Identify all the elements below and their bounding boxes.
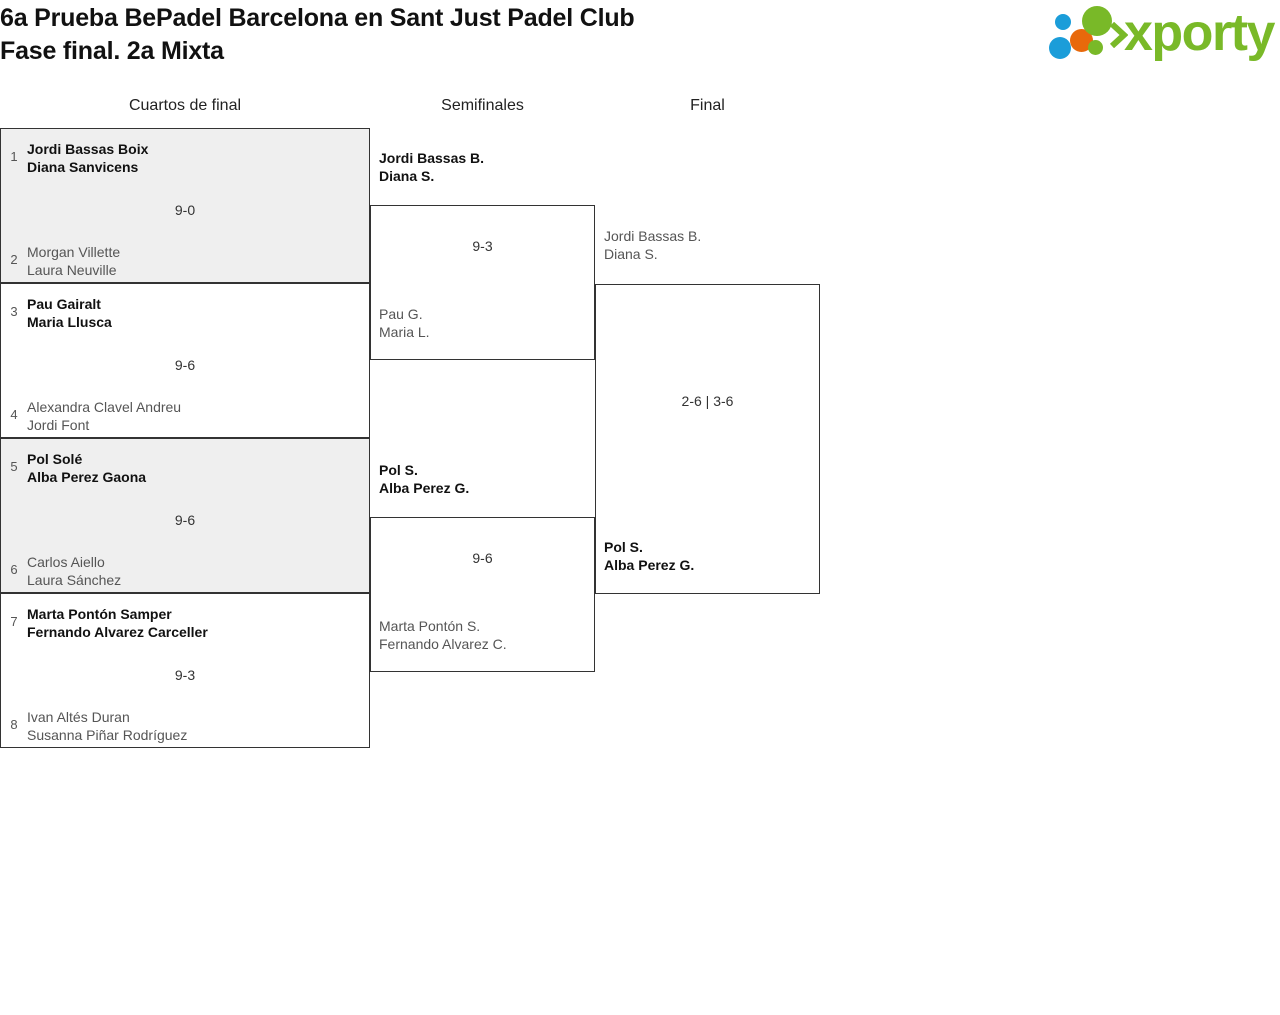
team-bottom: Carlos Aiello Laura Sánchez [27,553,363,589]
player-name: Laura Sánchez [27,572,122,588]
match-semifinal-2[interactable]: Pol S. Alba Perez G. 9-6 Marta Pontón S.… [370,462,595,672]
team-bottom: Ivan Altés Duran Susanna Piñar Rodríguez [27,708,363,744]
match-quarterfinal-4[interactable]: 7 Marta Pontón Samper Fernando Alvarez C… [0,593,370,748]
round-header-quarterfinals: Cuartos de final [128,97,242,114]
player-name: Pau G. [379,306,423,322]
logo-dot-orange [1070,29,1093,52]
logo-dot-green-small [1088,40,1103,55]
player-name: Maria Llusca [27,314,112,330]
seed-number: 7 [10,614,18,629]
seed-number: 2 [10,252,18,267]
title-line-2: Fase final. 2a Mixta [0,37,224,65]
player-name: Maria L. [379,324,430,340]
player-name: Pol S. [379,462,418,478]
seed-number: 5 [10,459,18,474]
logo-dot-green-large [1082,6,1112,36]
player-name: Jordi Font [27,417,90,433]
player-name: Jordi Bassas B. [604,228,702,244]
match-final[interactable]: Jordi Bassas B. Diana S. 2-6 | 3-6 Pol S… [595,228,820,594]
logo-wordmark: xporty [1124,4,1275,62]
round-header-final: Final [690,97,725,114]
player-name: Alba Perez G. [604,557,695,573]
team-top: Marta Pontón Samper Fernando Alvarez Car… [27,605,363,641]
title-line-1: 6a Prueba BePadel Barcelona en Sant Just… [0,4,635,32]
player-name: Pol Solé [27,451,83,467]
player-name: Diana Sanvicens [27,159,139,175]
team-bottom: Pol S. Alba Perez G. [604,538,813,574]
match-score: 9-3 [472,238,493,254]
player-name: Susanna Piñar Rodríguez [27,727,188,743]
round-header-semifinals: Semifinales [441,97,524,114]
team-bottom: Alexandra Clavel Andreu Jordi Font [27,398,363,434]
player-name: Alba Perez G. [379,480,470,496]
seed-number: 4 [10,407,18,422]
player-name: Pau Gairalt [27,296,101,312]
logo-dots-icon [1046,6,1122,60]
page-header: 6a Prueba BePadel Barcelona en Sant Just… [0,0,1280,90]
player-name: Fernando Alvarez Carceller [27,624,208,640]
team-top: Pol Solé Alba Perez Gaona [27,450,363,486]
seed-number: 1 [10,149,18,164]
player-name: Ivan Altés Duran [27,709,130,725]
match-quarterfinal-3[interactable]: 5 Pol Solé Alba Perez Gaona 9-6 6 Carlos… [0,438,370,593]
player-name: Alba Perez Gaona [27,469,147,485]
team-top: Jordi Bassas Boix Diana Sanvicens [27,140,363,176]
player-name: Jordi Bassas Boix [27,141,149,157]
match-score: 9-6 [472,550,493,566]
team-top: Pau Gairalt Maria Llusca [27,295,363,331]
match-score: 9-0 [174,202,196,218]
logo-dot-blue-small [1055,14,1071,30]
team-top: Pol S. Alba Perez G. [379,461,588,497]
match-quarterfinal-1[interactable]: 1 Jordi Bassas Boix Diana Sanvicens 9-0 … [0,128,370,283]
team-top: Jordi Bassas B. Diana S. [604,227,813,263]
logo-chevron-icon [1110,22,1128,48]
match-semifinal-1[interactable]: Jordi Bassas B. Diana S. 9-3 Pau G. Mari… [370,150,595,360]
team-bottom: Morgan Villette Laura Neuville [27,243,363,279]
player-name: Diana S. [604,246,658,262]
match-score: 9-6 [174,357,196,373]
player-name: Alexandra Clavel Andreu [27,399,182,415]
player-name: Fernando Alvarez C. [379,636,507,652]
player-name: Jordi Bassas B. [379,150,485,166]
xporty-logo[interactable]: xporty [1046,4,1275,62]
match-score: 9-3 [174,667,196,683]
player-name: Marta Pontón S. [379,618,481,634]
player-name: Laura Neuville [27,262,117,278]
player-name: Carlos Aiello [27,554,105,570]
seed-number: 3 [10,304,18,319]
logo-dot-blue-large [1049,37,1071,59]
match-score: 2-6 | 3-6 [681,393,734,409]
seed-number: 8 [10,717,18,732]
team-bottom: Marta Pontón S. Fernando Alvarez C. [379,617,588,653]
player-name: Morgan Villette [27,244,121,260]
player-name: Pol S. [604,539,643,555]
player-name: Diana S. [379,168,435,184]
page-title: 6a Prueba BePadel Barcelona en Sant Just… [0,2,900,68]
team-top: Jordi Bassas B. Diana S. [379,149,588,185]
match-score: 9-6 [174,512,196,528]
match-quarterfinal-2[interactable]: 3 Pau Gairalt Maria Llusca 9-6 4 Alexand… [0,283,370,438]
seed-number: 6 [10,562,18,577]
team-bottom: Pau G. Maria L. [379,305,588,341]
player-name: Marta Pontón Samper [27,606,172,622]
